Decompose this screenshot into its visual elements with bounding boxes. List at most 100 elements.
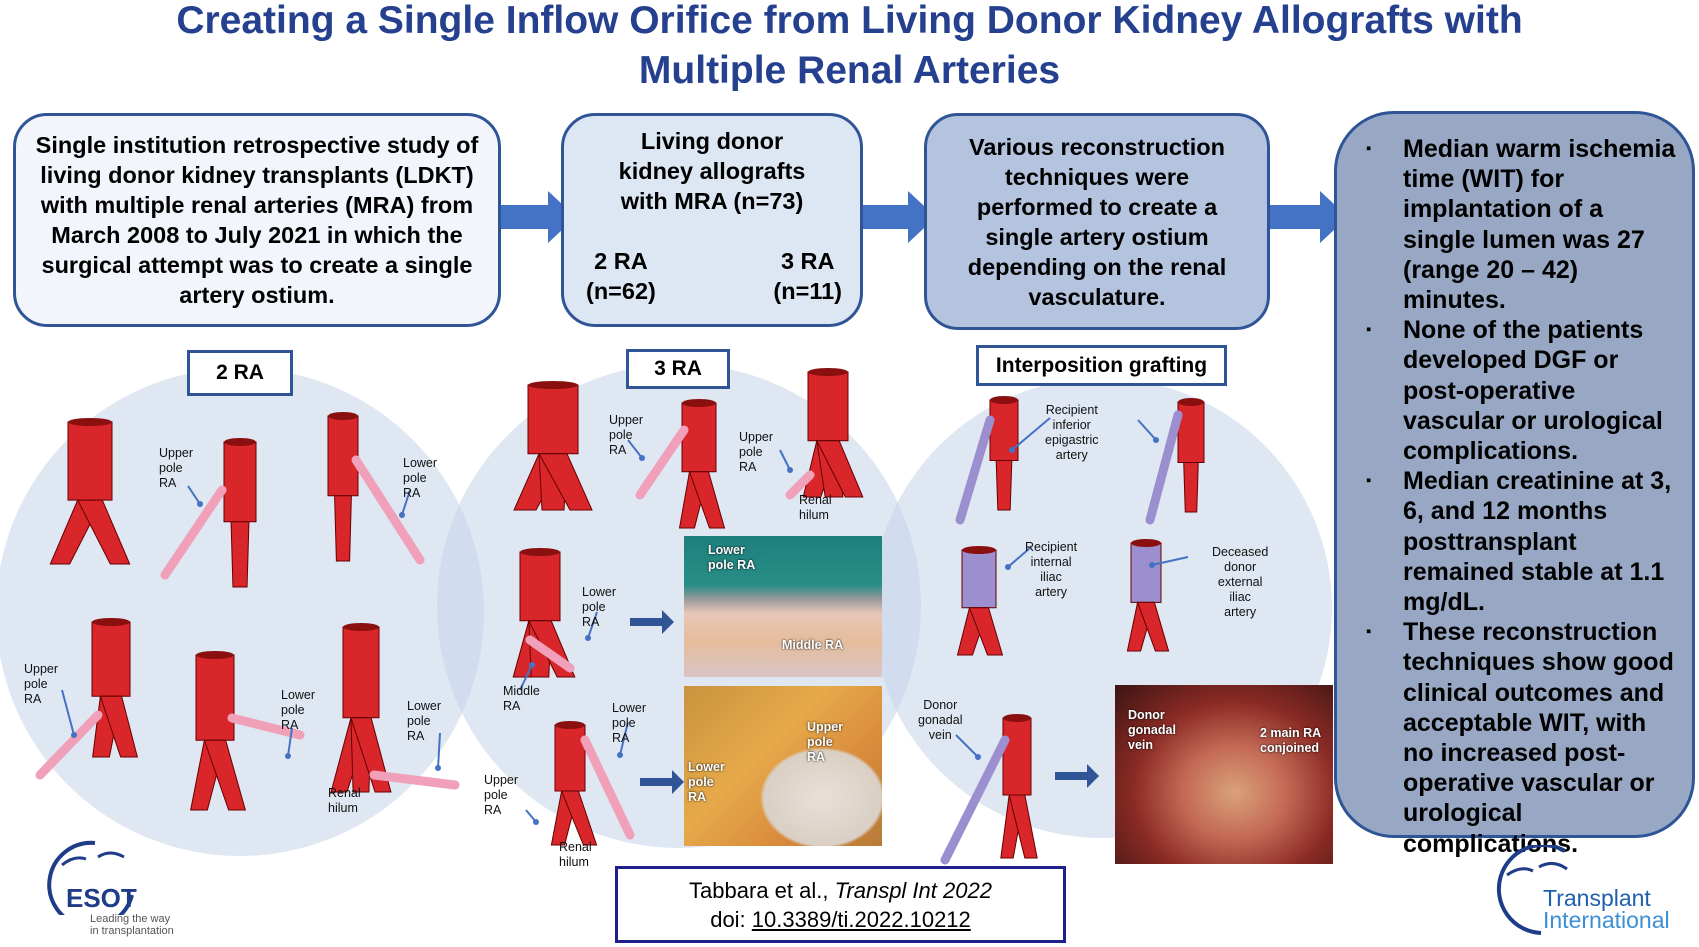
vessel-opening [520, 548, 560, 556]
vessel-branch [76, 499, 131, 565]
esot-tagline-1: Leading the way [90, 913, 171, 925]
annotation-label: Recipient internal iliac artery [1025, 540, 1078, 599]
vessel-branch [688, 471, 726, 529]
annotation-label: Upper pole RA [484, 773, 519, 817]
esot-tagline-2: in transplantation [90, 925, 174, 937]
pointer-arrowhead-icon [529, 662, 535, 668]
polar-artery [369, 770, 460, 790]
photo-label: Lower pole RA [708, 543, 756, 572]
vessel-trunk [1002, 717, 1032, 796]
pointer-arrow-icon [61, 689, 75, 736]
photo-label: Lower pole RA [688, 760, 725, 804]
vessel-branch [1008, 794, 1038, 859]
cohort-3ra-count: (n=11) [773, 278, 842, 304]
surgical-photo-1 [684, 536, 882, 677]
annotation-label: Renal hilum [559, 840, 592, 869]
results-box: ▪Median warm ischemia time (WIT) for imp… [1334, 111, 1695, 858]
annotation-label: Upper pole RA [739, 430, 774, 474]
polar-artery [1145, 410, 1183, 525]
pointer-arrowhead-icon [197, 501, 203, 507]
cohort-2ra-label: 2 RA [594, 248, 648, 274]
pointer-arrow-icon [1137, 419, 1157, 441]
pointer-arrowhead-icon [639, 455, 645, 461]
bullet-icon: ▪ [1366, 321, 1372, 339]
cohort-2ra-count: (n=62) [586, 278, 656, 304]
vessel-trunk [67, 421, 113, 501]
vessel-branch [815, 440, 864, 498]
citation-authors: Tabbara et al., [689, 878, 835, 903]
vessel-trunk [807, 371, 849, 442]
vessel-branch [99, 695, 139, 758]
polar-artery [955, 415, 995, 525]
pointer-arrow-icon [1007, 547, 1031, 568]
vessel-branch [538, 453, 593, 511]
vessel-opening [196, 651, 234, 659]
vessel-opening [68, 418, 112, 426]
photo-label: Donor gonadal vein [1128, 708, 1176, 752]
pointer-arrow-icon [287, 727, 293, 757]
surgical-photo-2 [684, 686, 882, 846]
pointer-arrowhead-icon [787, 467, 793, 473]
vessel-trunk [327, 415, 359, 497]
surgical-photo-3 [1115, 685, 1333, 864]
pointer-arrow-icon [1151, 556, 1189, 566]
title-line-1: Creating a Single Inflow Orifice from Li… [176, 0, 1523, 42]
polar-artery [635, 425, 689, 500]
vessel-opening [682, 399, 716, 407]
cohort-3ra-label: 3 RA [780, 248, 835, 274]
vessel-branch [968, 607, 1004, 656]
flow-arrow-icon [482, 191, 576, 243]
polar-artery [227, 713, 305, 740]
result-item: ▪These reconstruction techniques show go… [1337, 617, 1682, 859]
annotation-label: Upper pole RA [24, 662, 59, 706]
citation-box: Tabbara et al., Transpl Int 2022 doi: 10… [615, 866, 1066, 943]
results-list: ▪Median warm ischemia time (WIT) for imp… [1337, 134, 1682, 859]
vessel-trunk [91, 621, 131, 697]
ti-name-1: Transplant [1543, 885, 1651, 911]
ti-name-2: International [1543, 907, 1670, 933]
arrow-right-icon [640, 770, 684, 794]
vessel-trunk [554, 724, 586, 792]
annotation-label: Deceased donor external iliac artery [1212, 545, 1269, 619]
polar-artery [785, 470, 815, 500]
pointer-arrowhead-icon [435, 765, 441, 771]
pointer-arrowhead-icon [1005, 564, 1011, 570]
pointer-arrow-icon [779, 449, 791, 471]
annotation-label: Lower pole RA [407, 699, 442, 743]
polar-artery [351, 455, 425, 565]
pointer-arrow-icon [627, 439, 643, 459]
polar-artery [35, 710, 103, 780]
vessel-branch [334, 495, 352, 562]
vessel-trunk [527, 384, 579, 455]
polar-artery [160, 485, 227, 580]
pointer-arrowhead-icon [585, 635, 591, 641]
annotation-label: Renal hilum [799, 493, 832, 522]
vessel-branch [203, 739, 247, 811]
vessel-opening [92, 618, 130, 626]
study-design-box: Single institution retrospective study o… [13, 113, 501, 327]
pointer-arrow-icon [401, 489, 411, 516]
vessel-branch [230, 521, 250, 588]
annotation-label: Lower pole RA [582, 585, 617, 629]
citation-journal: Transpl Int 2022 [834, 878, 992, 903]
esot-logo-mark [47, 840, 134, 915]
vessel-branch [1183, 462, 1199, 513]
vessel-trunk [195, 654, 235, 741]
vessel-branch [560, 790, 598, 846]
vessel-trunk [961, 549, 997, 609]
vessel-opening [1003, 714, 1031, 722]
doi-prefix: doi: [710, 907, 752, 932]
pointer-arrowhead-icon [1009, 447, 1015, 453]
bullet-icon: ▪ [1366, 140, 1372, 157]
title-line-2: Multiple Renal Arteries [638, 49, 1061, 92]
polar-artery [525, 635, 575, 673]
vessel-branch [1136, 601, 1170, 652]
result-item: ▪None of the patients developed DGF or p… [1337, 315, 1682, 466]
doi-link[interactable]: 10.3389/ti.2022.10212 [751, 907, 971, 932]
annotation-label: Recipient inferior epigastric artery [1045, 403, 1099, 462]
vessel-opening [528, 381, 578, 389]
pointer-arrowhead-icon [975, 754, 981, 760]
vessel-opening [808, 368, 848, 376]
pointer-arrowhead-icon [399, 512, 405, 518]
